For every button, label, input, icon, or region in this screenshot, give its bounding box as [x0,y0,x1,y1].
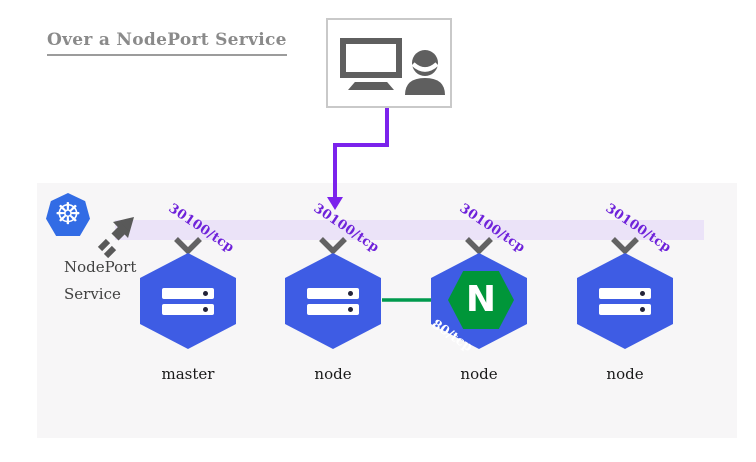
port-connector-icon [319,237,347,254]
port-connector-icon [465,237,493,254]
server-bar-icon [599,287,651,299]
node-label: master [161,365,215,383]
server-bar-icon [162,287,214,299]
port-connector-icon [611,237,639,254]
server-led-icon [640,290,645,296]
node-label: node [314,365,352,383]
nginx-icon: N [448,271,514,329]
server-bar-icon [599,303,651,315]
nodeport-service-label-line1: NodePort [64,258,137,276]
kubernetes-icon: ☸ [46,193,90,236]
port-connector-icon [174,237,202,254]
server-led-icon [348,306,353,312]
server-bar-icon [307,287,359,299]
nodeport-band [115,220,704,240]
monitor-base-icon [348,82,394,90]
nodeport-service-label-line2: Service [64,285,121,303]
server-led-icon [203,290,208,296]
server-bar-icon [162,303,214,315]
server-bar-icon [307,303,359,315]
node-label: node [606,365,644,383]
node-label: node [460,365,498,383]
user-icon [405,50,445,95]
nodeport-callout-arrow-icon [97,217,134,259]
server-led-icon [203,306,208,312]
server-led-icon [348,290,353,296]
client-box [326,18,452,108]
server-led-icon [640,306,645,312]
nginx-letter: N [465,279,497,320]
kubernetes-wheel-glyph: ☸ [54,197,82,232]
page-title: Over a NodePort Service [47,30,287,56]
nodeport-service-label: NodePort Service [64,254,136,308]
monitor-icon [340,38,402,78]
